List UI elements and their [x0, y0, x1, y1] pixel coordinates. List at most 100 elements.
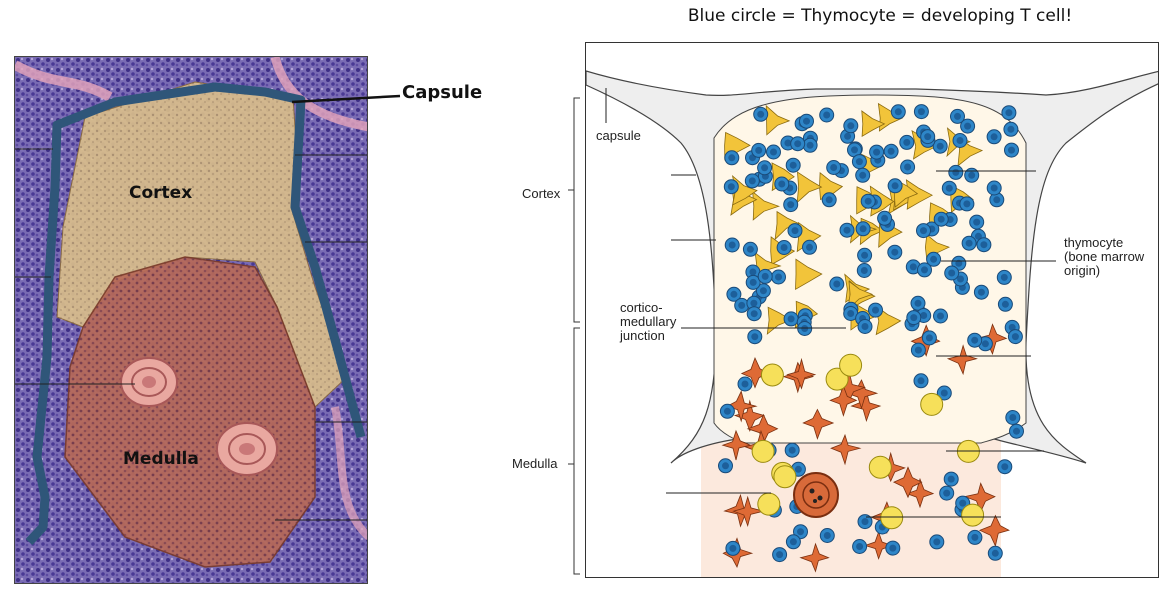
dendritic-cell: [802, 408, 835, 440]
thymocyte-nucleus: [1008, 323, 1016, 331]
dendritic-cell: [746, 413, 779, 445]
corticomedullary-label-line1: cortico-: [620, 300, 663, 315]
thymocyte-nucleus: [990, 184, 998, 192]
histology-micrograph: Cortex Medulla: [14, 56, 368, 584]
thymocyte-nucleus: [855, 158, 863, 166]
thymocyte-nucleus: [1000, 273, 1008, 281]
thymocyte-nucleus: [903, 138, 911, 146]
epithelial-cell: [766, 306, 793, 335]
thymocyte-nucleus: [904, 163, 912, 171]
dendritic-cell: [830, 433, 862, 466]
thymocyte-nucleus: [955, 259, 963, 267]
thymocyte-nucleus: [933, 538, 941, 546]
capsule-pointer-line: [291, 94, 401, 104]
macrophage: [880, 506, 904, 530]
thymocyte-nucleus: [847, 310, 855, 317]
thymocyte-nucleus: [823, 532, 831, 539]
thymocyte-nucleus: [759, 287, 767, 295]
macrophage: [825, 367, 849, 391]
thymocyte-nucleus: [993, 196, 1001, 204]
thymocyte-nucleus: [859, 171, 867, 179]
thymocyte-nucleus: [727, 183, 735, 191]
epithelial-cell: [752, 190, 781, 221]
thymocyte-nucleus: [789, 538, 797, 546]
thymocyte-nucleus: [1001, 300, 1009, 308]
thymocyte-nucleus: [943, 489, 951, 497]
hassall-corpuscle: [216, 422, 278, 476]
thymocyte-nucleus: [914, 299, 922, 307]
thymocyte-nucleus: [746, 245, 754, 253]
thymocyte-nucleus: [920, 227, 927, 235]
dendritic-cell: [978, 514, 1010, 548]
thymocyte-nucleus: [910, 314, 918, 322]
macrophage: [773, 465, 797, 489]
thymocyte-nucleus: [936, 142, 944, 150]
thymocyte-nucleus: [791, 227, 799, 235]
thymocyte-nucleus: [833, 280, 841, 288]
thymocyte-nucleus: [956, 137, 964, 144]
thymocyte-nucleus: [729, 544, 737, 552]
thymocyte-nucleus: [971, 336, 979, 344]
thymocyte-nucleus: [881, 214, 889, 222]
dendritic-cell: [786, 357, 817, 390]
dendritic-cell: [732, 495, 764, 527]
thymocyte-nucleus: [861, 251, 869, 259]
thymocyte-nucleus: [937, 215, 945, 223]
thymocyte-nucleus: [728, 241, 736, 249]
thymocyte-nucleus: [959, 499, 967, 507]
medulla-region: [64, 256, 316, 568]
thymocyte-nucleus: [861, 323, 869, 330]
thymocyte-nucleus: [847, 122, 855, 130]
epithelial-cell: [774, 210, 801, 241]
thymocyte-nucleus: [789, 161, 797, 169]
thymocyte-label-line3: origin): [1064, 263, 1101, 278]
macrophage: [868, 455, 892, 479]
thymocyte-nucleus: [909, 263, 917, 271]
thymocyte-nucleus: [750, 299, 758, 307]
thymocyte-nucleus: [864, 197, 872, 205]
thymocyte-nucleus: [775, 273, 782, 281]
thymocyte-nucleus: [930, 255, 938, 263]
thymocyte-nucleus: [1008, 146, 1015, 154]
dendritic-cell: [733, 399, 765, 432]
dendritic-cell: [829, 384, 858, 417]
thymocyte-nucleus: [761, 272, 769, 280]
thymocyte-nucleus: [722, 462, 729, 470]
thymocyte-nucleus: [761, 164, 769, 172]
side-brackets: [568, 97, 580, 575]
macrophage: [920, 392, 944, 416]
corticomedullary-label-line3: junction: [620, 328, 665, 343]
thymocyte-nucleus: [856, 543, 864, 550]
thymocyte-nucleus: [806, 243, 813, 251]
thymocyte-nucleus: [917, 377, 925, 385]
thymocyte-nucleus: [940, 389, 948, 397]
thymocyte-nucleus: [945, 184, 953, 192]
thymocyte-nucleus: [1001, 463, 1009, 471]
thymocyte-nucleus: [749, 278, 757, 286]
histology-image: [15, 57, 367, 583]
leader-lines: [605, 88, 1056, 518]
thymocyte-nucleus: [872, 306, 879, 314]
medulla-label: Medulla: [123, 449, 199, 469]
dendritic-cell: [892, 466, 923, 499]
thymocyte-nucleus: [755, 146, 763, 154]
capsule-outline: [25, 82, 366, 546]
capsule-diagram-label: capsule: [596, 128, 641, 143]
thymocyte-nucleus: [788, 446, 796, 454]
thymocyte-nucleus: [921, 266, 928, 274]
thymocyte-nucleus: [1013, 427, 1020, 435]
thymocyte-nucleus: [780, 244, 788, 251]
thymocyte-nucleus: [859, 225, 867, 233]
macrophage: [757, 492, 781, 516]
thymocyte-nucleus: [851, 146, 858, 154]
thymocyte-nucleus: [794, 140, 802, 148]
thymocyte-nucleus: [957, 275, 964, 283]
thymocyte-nucleus: [964, 122, 972, 130]
macrophage: [961, 503, 985, 527]
thymocyte-nucleus: [784, 139, 792, 147]
macrophage: [751, 439, 775, 463]
thymocyte-nucleus: [954, 112, 961, 120]
dendritic-cell: [946, 344, 978, 376]
thymocyte-nucleus: [844, 132, 852, 140]
thymocyte-nucleus: [971, 533, 979, 541]
